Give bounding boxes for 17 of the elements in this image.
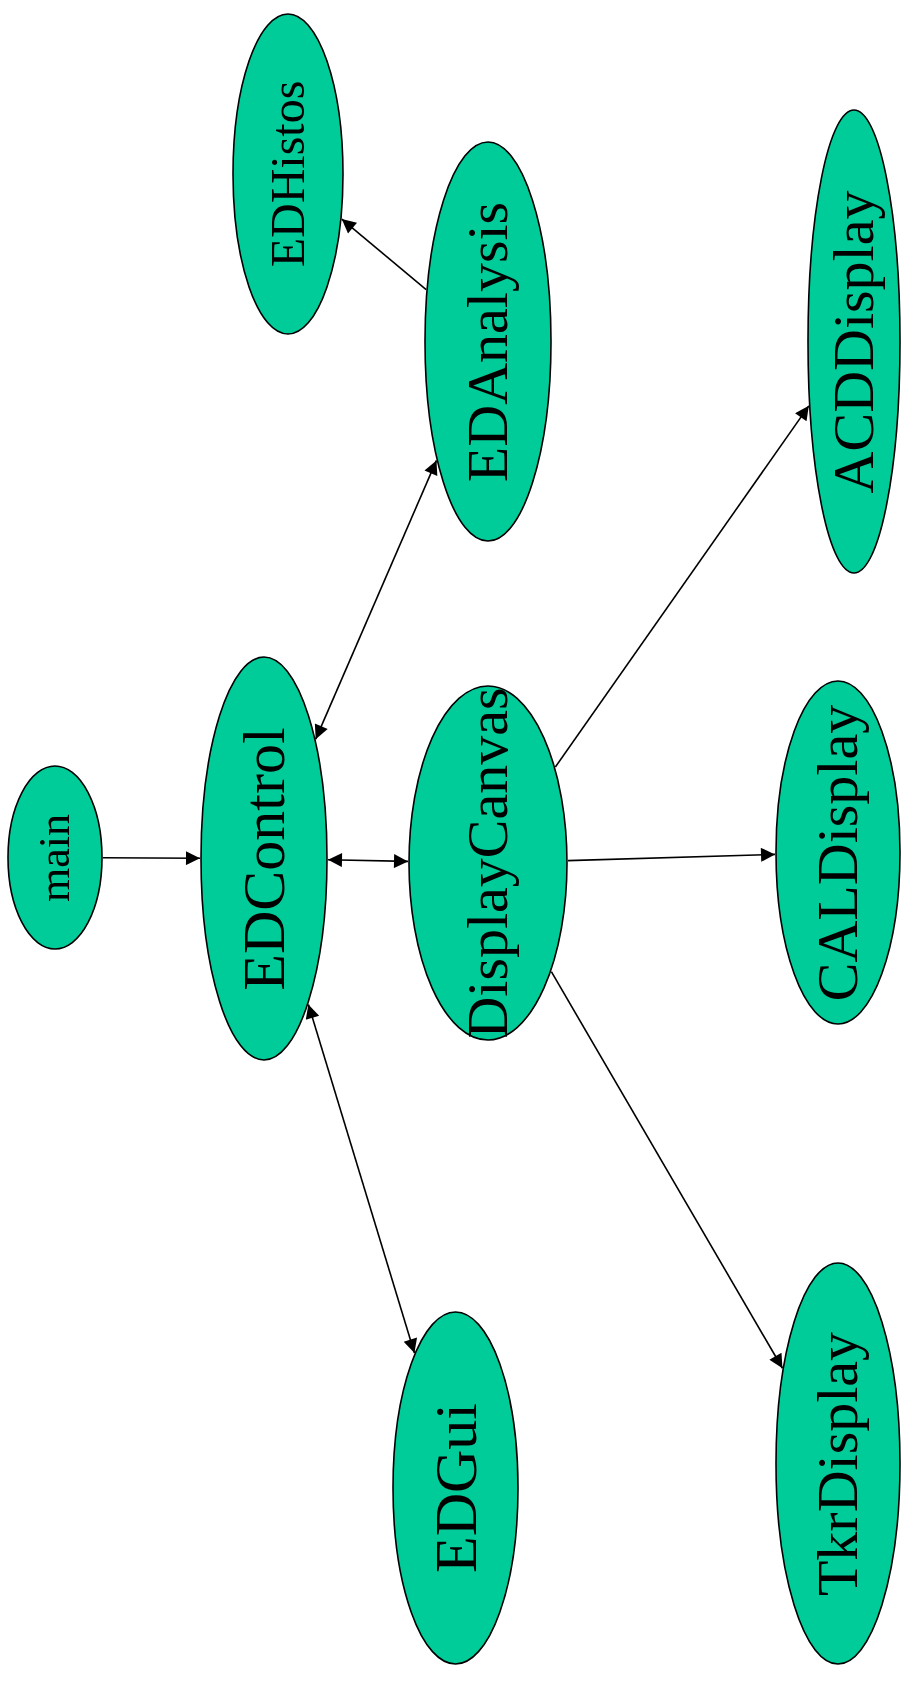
node-label: main	[33, 813, 77, 902]
arrow	[327, 853, 409, 869]
node-label: EDControl	[234, 726, 294, 991]
arrow	[102, 851, 201, 866]
arrow	[550, 970, 784, 1370]
node-label: ACDDisplay	[825, 190, 883, 493]
node-label: EDGui	[425, 1403, 486, 1573]
arrow	[567, 847, 776, 862]
node-label: TkrDisplay	[809, 1331, 867, 1596]
node-label: EDHistos	[264, 80, 312, 268]
arrow	[305, 1003, 418, 1354]
arrow	[554, 405, 810, 768]
node-label: DisplayCanvas	[459, 687, 517, 1039]
arrow	[314, 459, 438, 740]
node-label: EDAnalysis	[459, 201, 517, 482]
arrow	[340, 218, 427, 291]
node-label: CALDisplay	[809, 704, 867, 1001]
